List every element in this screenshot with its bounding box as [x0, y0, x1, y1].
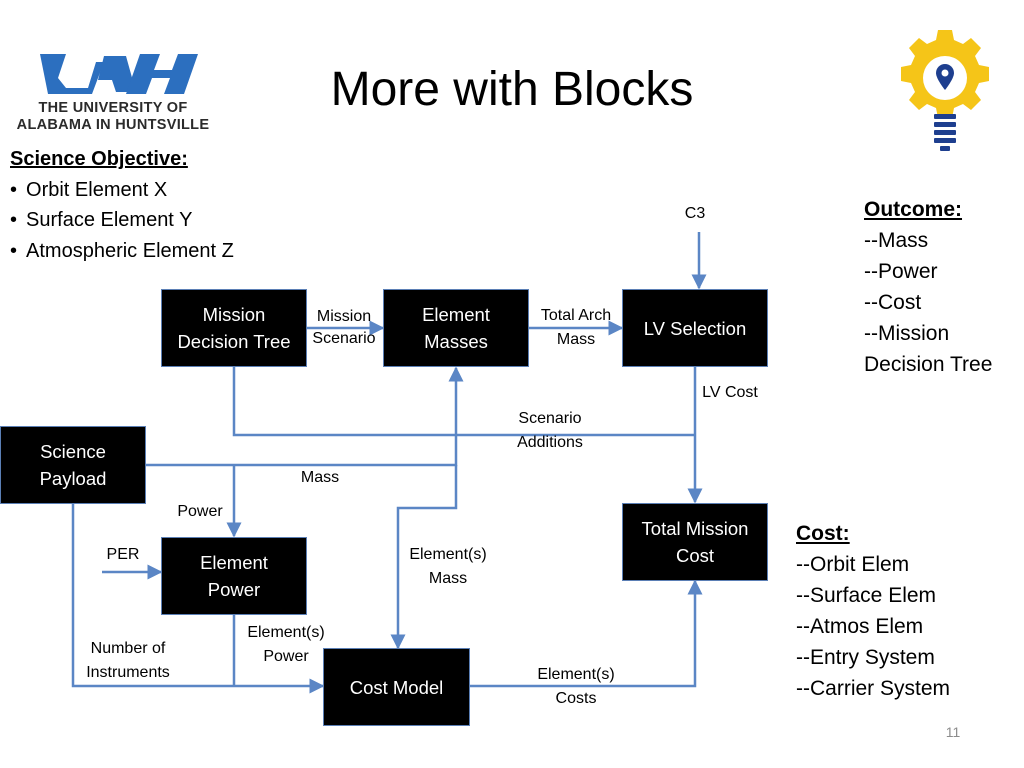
objective-item: Atmospheric Element Z — [10, 236, 234, 267]
block-lv-selection[interactable]: LV Selection — [622, 289, 768, 367]
label-c3: C3 — [684, 205, 706, 222]
science-objective-heading: Science Objective: — [10, 148, 188, 170]
cost-item: --Carrier System — [796, 677, 951, 700]
cost-section: Cost: --Orbit Elem --Surface Elem --Atmo… — [796, 518, 950, 704]
logo-wordmark: THE UNIVERSITY OF ALABAMA IN HUNTSVILLE — [8, 100, 218, 134]
block-label: Cost Model — [349, 676, 444, 698]
arrow-payload-instruments-to-cost-model — [71, 504, 325, 694]
label-line: Number of — [90, 640, 166, 657]
objective-item: Surface Element Y — [10, 205, 234, 236]
label-line: Mass — [556, 331, 596, 348]
block-label: Mission — [202, 304, 266, 325]
label-line: Mass — [428, 570, 468, 587]
page-title: More with Blocks — [330, 63, 694, 116]
label-line: Element(s) — [247, 624, 325, 641]
arrow-cost-model-to-total-cost — [470, 579, 703, 688]
outcome-section: Outcome: --Mass --Power --Cost --Mission… — [864, 194, 992, 380]
cost-item: --Atmos Elem — [796, 615, 924, 638]
outcome-item: --Mission — [864, 322, 950, 345]
label-line: Instruments — [86, 664, 170, 681]
block-label: Power — [207, 579, 261, 600]
block-label: Cost — [675, 545, 715, 566]
label-mass: Mass — [300, 469, 340, 486]
block-cost-model[interactable]: Cost Model — [323, 648, 470, 726]
label-line: Additions — [517, 434, 583, 451]
outcome-item: --Power — [864, 260, 938, 283]
logo-line-1: THE UNIVERSITY OF — [38, 100, 188, 116]
block-label: Science — [40, 441, 106, 462]
cost-item: --Orbit Elem — [796, 553, 910, 576]
outcome-heading: Outcome: — [864, 198, 963, 221]
label-line: Power — [263, 648, 309, 665]
objective-item: Orbit Element X — [10, 175, 234, 206]
label-line: Scenario — [518, 410, 582, 427]
block-label: Payload — [39, 468, 107, 489]
label-line: Scenario — [312, 330, 376, 347]
label-line: Costs — [555, 690, 597, 707]
block-label: Element — [422, 304, 490, 325]
outcome-item: --Mass — [864, 229, 929, 252]
label-line: Element(s) — [537, 666, 615, 683]
block-label: Total Mission — [641, 518, 749, 539]
block-label: LV Selection — [643, 317, 747, 339]
block-label: Element — [200, 552, 268, 573]
science-objective-section: Science Objective: Orbit Element X Surfa… — [10, 144, 234, 266]
outcome-item: Decision Tree — [864, 353, 993, 376]
cost-heading: Cost: — [796, 522, 850, 545]
logo-line-2: ALABAMA IN HUNTSVILLE — [16, 117, 210, 133]
label-line: Element(s) — [409, 546, 487, 563]
arrow-masses-to-cost-model — [390, 465, 458, 650]
page-number: 11 — [945, 724, 961, 740]
arrow-payload-mass-to-masses — [146, 366, 464, 467]
block-label: Decision Tree — [177, 331, 291, 352]
label-elements-power: Element(s) Power — [238, 621, 334, 669]
block-label: Masses — [424, 331, 488, 352]
label-elements-costs: Element(s) Costs — [528, 663, 624, 711]
outcome-item: --Cost — [864, 291, 922, 314]
cost-item: --Surface Elem — [796, 584, 937, 607]
gear-lightbulb-icon — [901, 30, 989, 151]
label-line: Total Arch — [540, 307, 612, 324]
label-elements-mass: Element(s) Mass — [400, 543, 496, 591]
line-tree-scenario-additions — [232, 367, 695, 437]
label-line: Mission — [316, 308, 372, 325]
label-lv-cost: LV Cost — [702, 384, 758, 401]
uah-logo — [40, 54, 198, 94]
label-per: PER — [106, 546, 140, 563]
cost-item: --Entry System — [796, 646, 935, 669]
label-number-of-instruments: Number of Instruments — [76, 637, 180, 685]
label-power: Power — [177, 503, 223, 520]
